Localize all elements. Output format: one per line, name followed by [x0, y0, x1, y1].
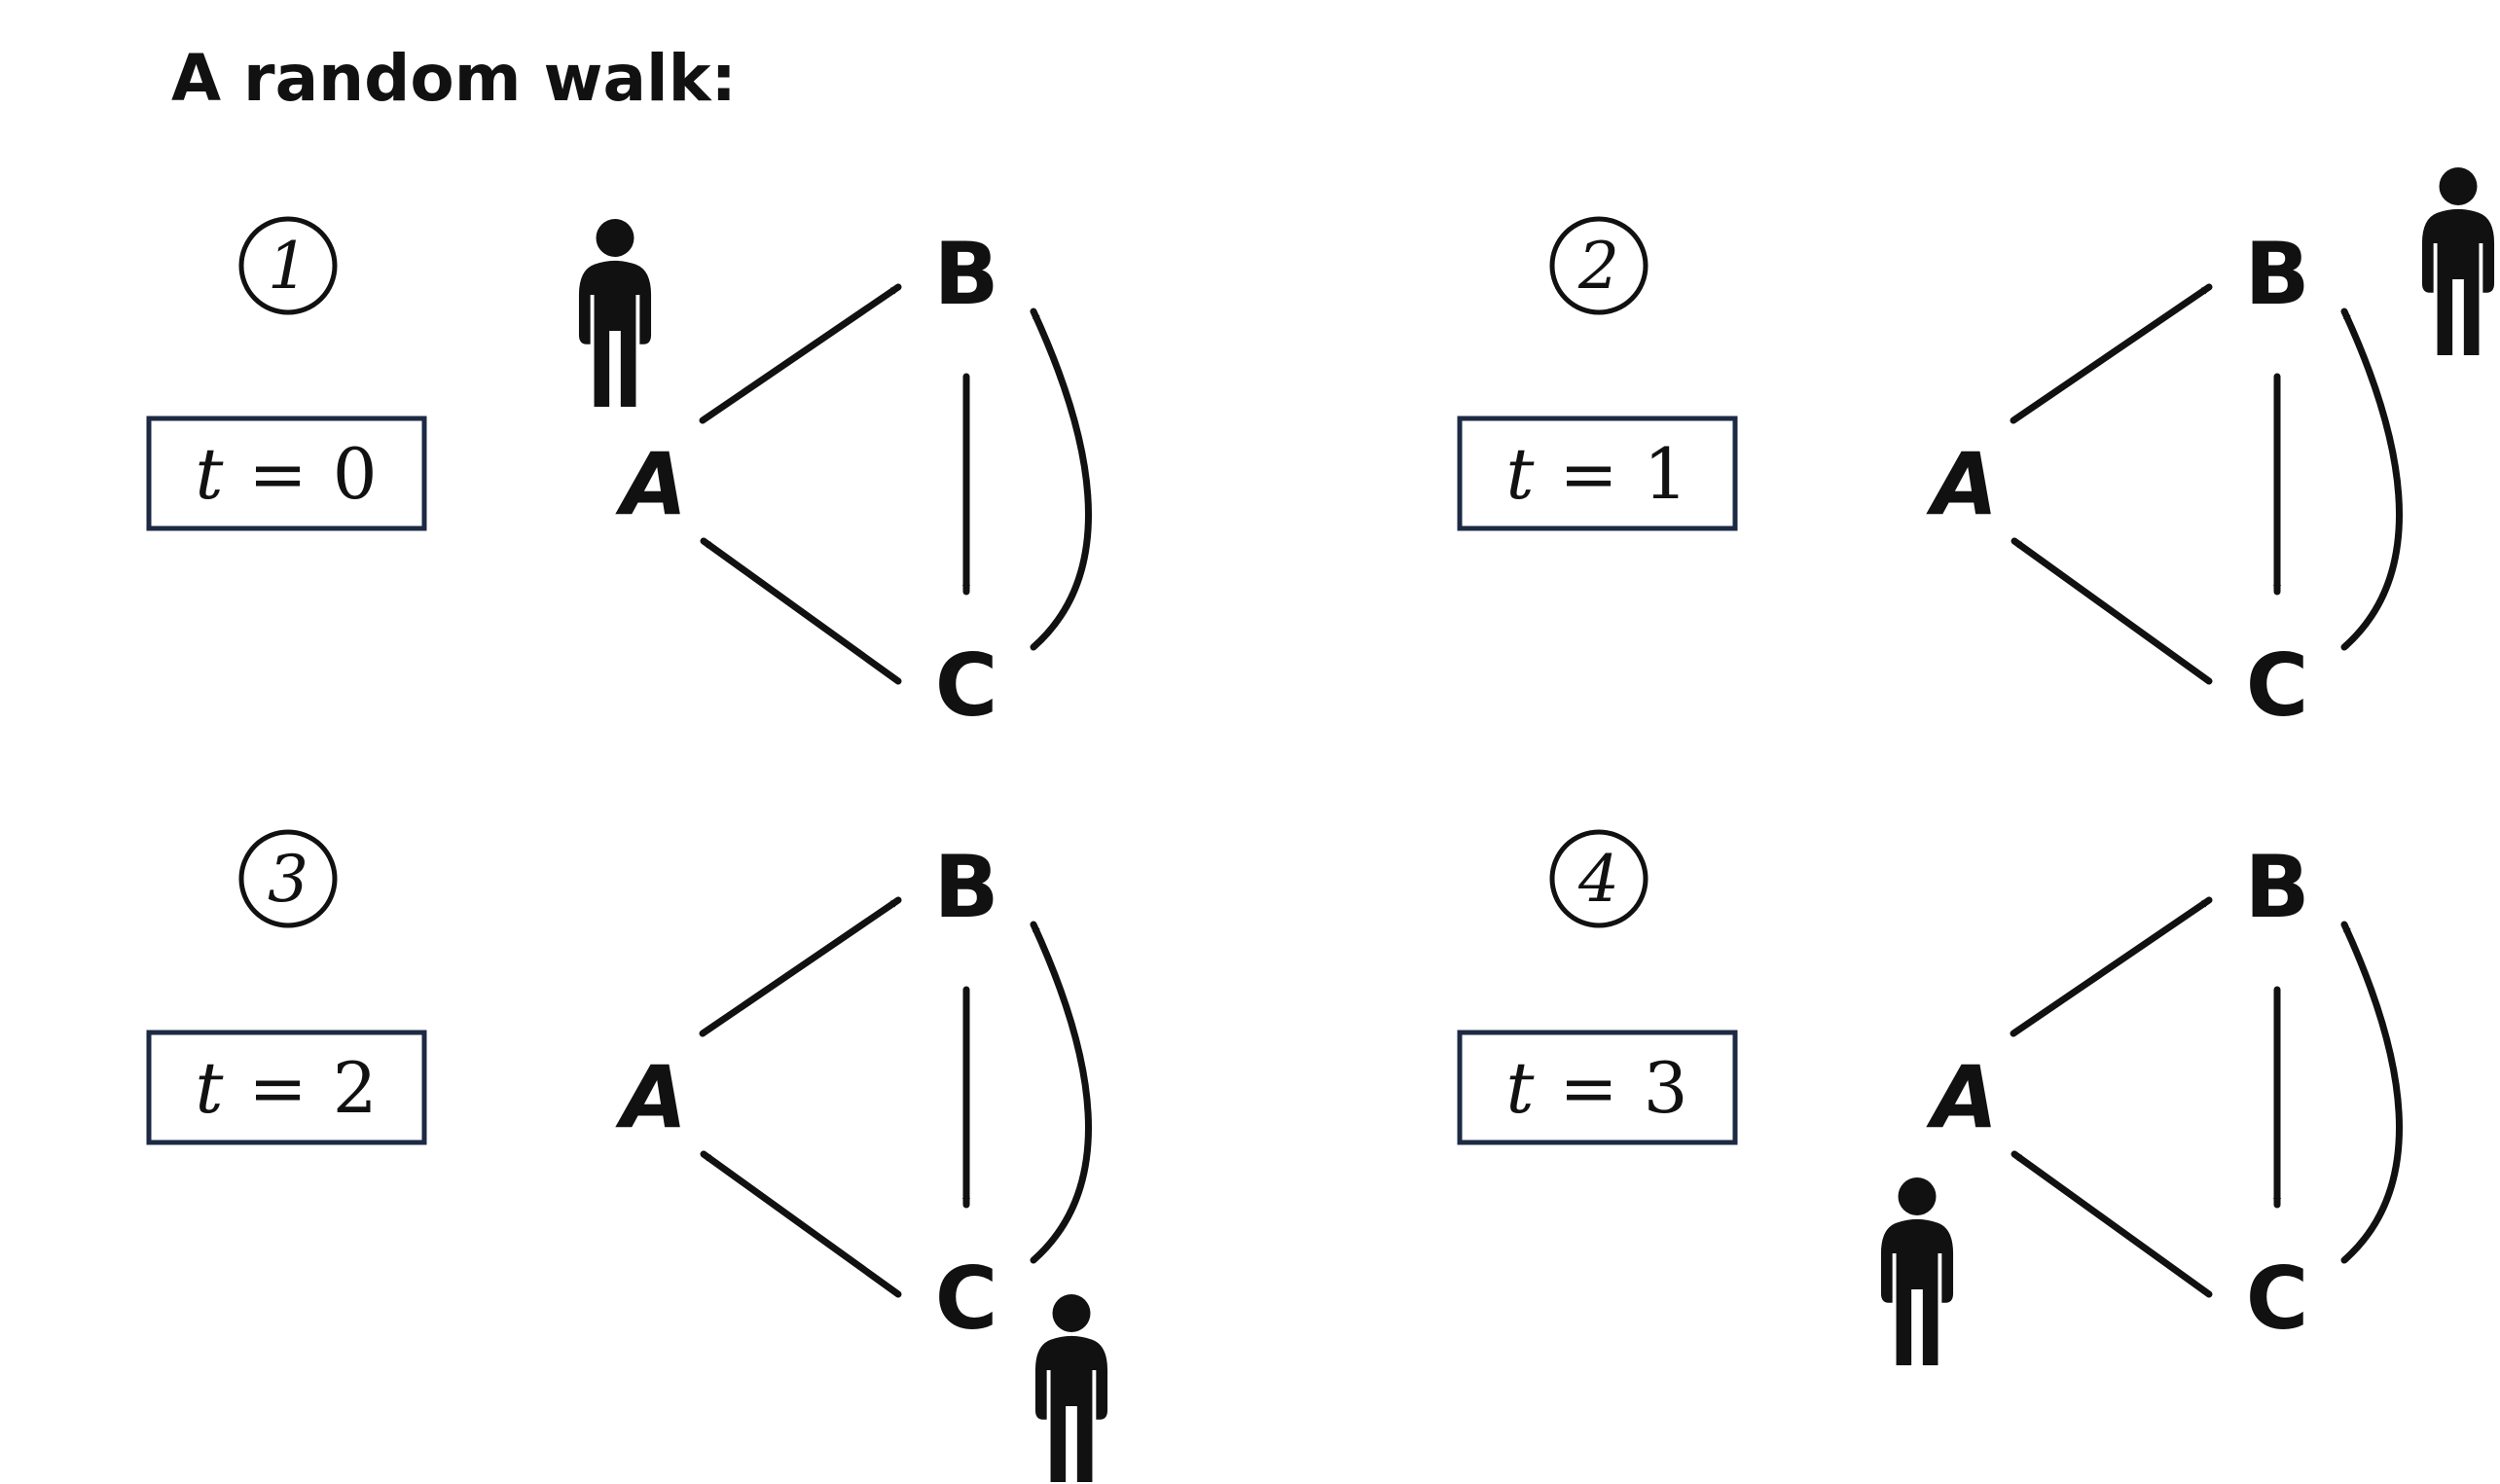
- walker-icon: [1034, 1294, 1108, 1483]
- edge-c-to-b: [1030, 308, 1092, 651]
- node-a: A: [1926, 1047, 1998, 1147]
- node-a: A: [615, 1047, 687, 1147]
- step-number: 2: [1577, 229, 1619, 304]
- time-value: 0: [333, 433, 378, 515]
- panel-4: 4 t = 3 A B C: [1457, 829, 2403, 1366]
- step-badge: [1549, 216, 1649, 315]
- edge-c-to-b: [2340, 308, 2403, 651]
- time-variable: t: [1505, 1047, 1535, 1129]
- step-badge: [238, 829, 338, 928]
- node-b: B: [2244, 837, 2309, 937]
- time-label: t = 2: [195, 1047, 377, 1129]
- edge-c-to-a: [2011, 1150, 2213, 1298]
- graph: A B C: [1880, 837, 2403, 1366]
- edge-a-to-b: [699, 283, 902, 424]
- edge-c-to-b: [1030, 921, 1092, 1264]
- time-label: t = 1: [1505, 433, 1687, 515]
- time-value: 1: [1644, 433, 1688, 515]
- time-equals: =: [1559, 433, 1617, 515]
- time-box: [1457, 416, 1738, 531]
- time-equals: =: [248, 433, 307, 515]
- step-badge: [238, 216, 338, 315]
- panel-3: 3 t = 2 A B C: [146, 829, 1108, 1483]
- time-box: [146, 1030, 427, 1145]
- edge-a-to-b: [2010, 896, 2213, 1037]
- edge-a-to-b: [2010, 283, 2213, 424]
- time-value: 3: [1644, 1047, 1688, 1129]
- step-number: 4: [1577, 842, 1619, 917]
- walker-icon: [2421, 167, 2495, 356]
- time-variable: t: [1505, 433, 1535, 515]
- edge-c-to-b: [2340, 921, 2403, 1264]
- time-equals: =: [248, 1047, 307, 1129]
- edge-c-to-a: [700, 537, 902, 685]
- graph: A B C: [578, 219, 1092, 736]
- time-equals: =: [1559, 1047, 1617, 1129]
- time-variable: t: [195, 433, 224, 515]
- node-c: C: [935, 1249, 998, 1349]
- edge-c-to-a: [2011, 537, 2213, 685]
- time-value: 2: [333, 1047, 378, 1129]
- node-a: A: [1926, 434, 1998, 534]
- time-variable: t: [195, 1047, 224, 1129]
- time-label: t = 3: [1505, 1047, 1687, 1129]
- edge-c-to-a: [700, 1150, 902, 1298]
- panel-2: 2 t = 1 A B C: [1457, 167, 2495, 736]
- time-box: [1457, 1030, 1738, 1145]
- time-box: [146, 416, 427, 531]
- walker-icon: [578, 219, 652, 408]
- node-b: B: [2244, 224, 2309, 324]
- node-c: C: [2246, 1249, 2309, 1349]
- panel-1: 1 t = 0 A B C: [146, 216, 1092, 736]
- figure-title: A random walk:: [171, 41, 737, 116]
- node-c: C: [935, 635, 998, 736]
- step-number: 1: [268, 229, 308, 304]
- edge-a-to-b: [699, 896, 902, 1037]
- node-c: C: [2246, 635, 2309, 736]
- graph: A B C: [615, 837, 1108, 1483]
- node-b: B: [933, 837, 998, 937]
- step-number: 3: [268, 842, 308, 917]
- graph: A B C: [1926, 167, 2495, 736]
- step-badge: [1549, 829, 1649, 928]
- walker-icon: [1880, 1177, 1954, 1366]
- time-label: t = 0: [195, 433, 377, 515]
- node-a: A: [615, 434, 687, 534]
- node-b: B: [933, 224, 998, 324]
